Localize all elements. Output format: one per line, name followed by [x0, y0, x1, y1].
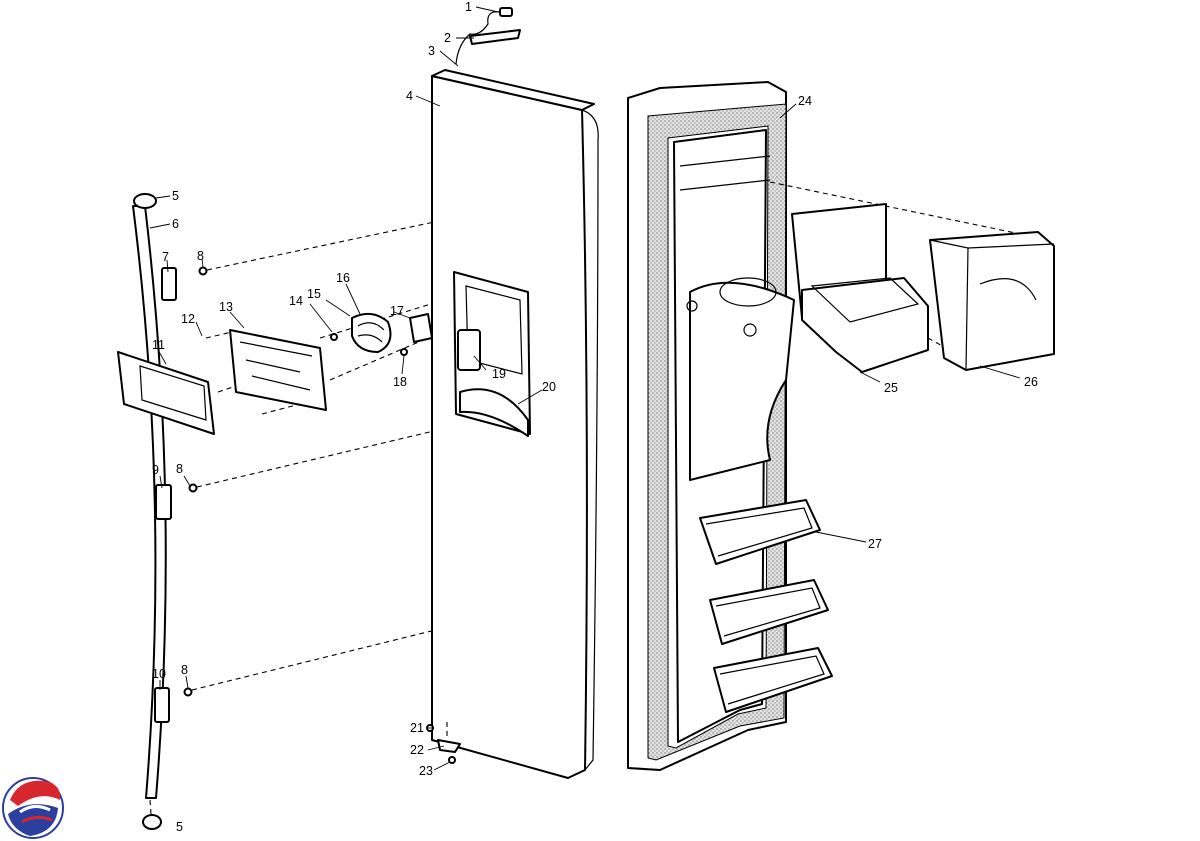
wire-harness [455, 7, 521, 65]
callout-11: 11 [152, 338, 165, 352]
drip-tray [459, 388, 529, 437]
callout-5-bottom: 5 [176, 820, 183, 834]
callout-27: 27 [868, 537, 882, 551]
callout-12: 12 [181, 312, 195, 326]
callout-8-lower: 8 [181, 663, 188, 677]
dispenser-cover-group [117, 291, 471, 435]
dispenser-cover [117, 351, 215, 435]
callout-7: 7 [162, 250, 169, 264]
door-bin-middle [709, 579, 829, 645]
callout-1: 1 [465, 0, 472, 14]
callout-21: 21 [410, 721, 424, 735]
callout-17: 17 [390, 304, 404, 318]
leader-lines [149, 6, 1021, 771]
refrigerator-door [627, 81, 833, 771]
callout-5-top: 5 [172, 189, 179, 203]
dispenser-housing [229, 329, 327, 411]
actuator-group [330, 312, 433, 356]
callout-13: 13 [219, 300, 233, 314]
callout-26: 26 [1024, 375, 1038, 389]
callout-8-middle: 8 [176, 462, 183, 476]
callout-6: 6 [172, 217, 179, 231]
handle-bracket-upper [161, 267, 177, 301]
actuator-spring-assembly [351, 312, 392, 353]
dispenser-chute [457, 329, 481, 371]
screw [183, 687, 193, 697]
callout-24: 24 [798, 94, 812, 108]
harness-cover [469, 29, 521, 45]
callout-22: 22 [410, 743, 424, 757]
handle-bracket-middle [155, 484, 172, 520]
switch [409, 313, 433, 343]
callout-14: 14 [289, 294, 303, 308]
ice-assembly [769, 181, 1055, 373]
handle-end-cap-top [133, 193, 157, 209]
callout-8-upper: 8 [197, 249, 204, 263]
callout-19: 19 [492, 367, 506, 381]
callout-9: 9 [152, 463, 159, 477]
callout-20: 20 [542, 380, 556, 394]
door-bin-bottom [713, 647, 833, 713]
brand-logo-icon [2, 777, 64, 839]
screw [198, 266, 208, 276]
door-hinge [437, 739, 461, 753]
callout-15: 15 [307, 287, 321, 301]
callouts: 1 2 3 4 5 5 6 7 8 8 8 9 10 11 12 13 14 1… [152, 0, 1038, 834]
callout-3: 3 [428, 44, 435, 58]
freezer-door [426, 69, 599, 779]
callout-23: 23 [419, 764, 433, 778]
ice-bin [929, 231, 1055, 371]
callout-4: 4 [406, 89, 413, 103]
handle-bracket-lower [154, 687, 170, 723]
callout-16: 16 [336, 271, 350, 285]
callout-25: 25 [884, 381, 898, 395]
callout-10: 10 [152, 667, 166, 681]
door-top-trim [431, 69, 595, 111]
connector [499, 7, 513, 17]
handle-assembly [132, 193, 553, 830]
ice-tray [801, 277, 929, 373]
dispenser-duct [689, 281, 795, 481]
door-bins [699, 499, 833, 713]
screw [188, 483, 198, 493]
handle-end-cap-bottom [142, 814, 162, 830]
door-bin-top [699, 499, 821, 565]
callout-2: 2 [444, 31, 451, 45]
callout-18: 18 [393, 375, 407, 389]
